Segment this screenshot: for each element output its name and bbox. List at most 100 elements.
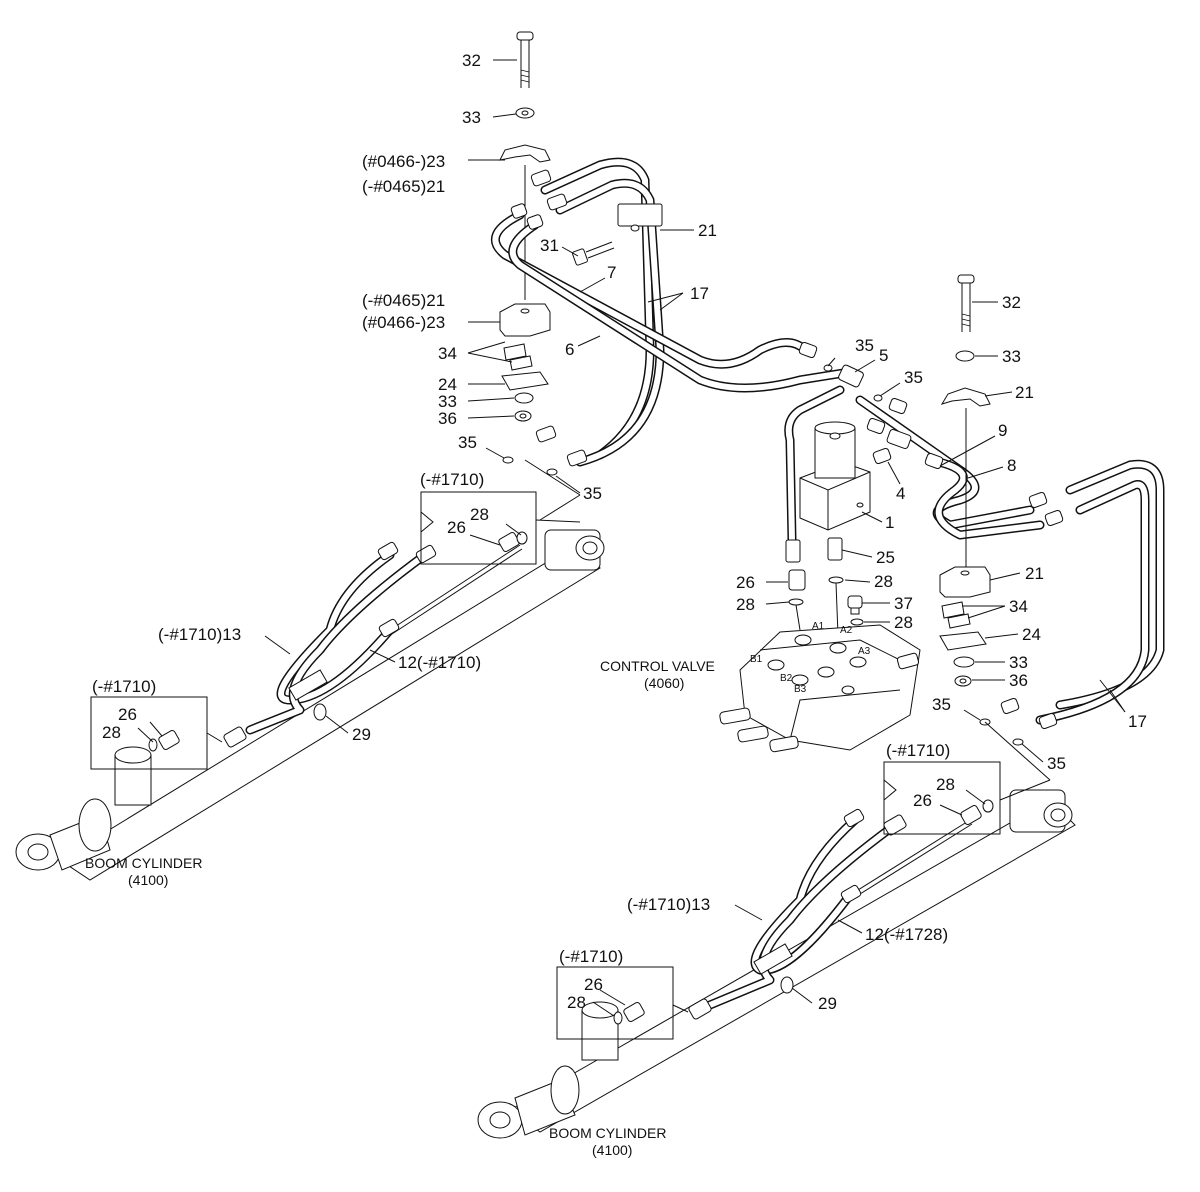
label-25: 25	[876, 548, 895, 567]
boom-cylinder-right	[477, 789, 1076, 1139]
washer-33-right-low	[953, 656, 975, 668]
washer-33-right	[955, 350, 975, 362]
control-valve-number: (4060)	[644, 675, 684, 691]
control-valve: A1 A2 A3 B1 B2 B3	[719, 621, 921, 753]
boom-cylinder-left-label: BOOM CYLINDER	[85, 855, 202, 871]
clamp-23-top	[499, 144, 551, 163]
label-28-b: 28	[102, 723, 121, 742]
label-12-left: 12(-#1710)	[398, 653, 481, 672]
label-35-c: 35	[855, 336, 874, 355]
elbow-fitting-4	[872, 429, 912, 465]
hose-13-left	[245, 550, 430, 735]
pipe-7-6	[491, 210, 855, 393]
washer-33-top	[515, 107, 535, 119]
label-34-right: 34	[1009, 597, 1028, 616]
detail-box-right-upper	[883, 761, 1001, 835]
port-b2: B2	[780, 673, 793, 684]
label-28-a: 28	[470, 505, 489, 524]
label-1: 1	[885, 513, 894, 532]
label-28-f: 28	[936, 775, 955, 794]
label-35-e: 35	[932, 695, 951, 714]
label-32-top: 32	[462, 51, 481, 70]
plate-24	[501, 371, 549, 391]
label-13-left: (-#1710)13	[158, 625, 241, 644]
label-34-left: 34	[438, 344, 457, 363]
tee-fitting-5	[838, 364, 864, 388]
label-23-top: (#0466-)23	[362, 152, 445, 171]
label-24-right: 24	[1022, 625, 1041, 644]
solenoid-valve-1	[799, 421, 871, 531]
label-28-e: 28	[894, 613, 913, 632]
label-21-right: 21	[1025, 564, 1044, 583]
label-1710-c: (-#1710)	[886, 741, 950, 760]
nut-36-right	[954, 675, 972, 687]
label-26-b: 26	[118, 705, 137, 724]
label-1710-a: (-#1710)	[420, 470, 484, 489]
washer-33-mid	[514, 392, 534, 404]
spacer-34	[503, 343, 533, 371]
label-13-right: (-#1710)13	[627, 895, 710, 914]
clamp-21-mid	[499, 303, 551, 337]
hose-17-right	[1035, 459, 1165, 725]
bolt-31	[572, 241, 615, 266]
label-21-top: (-#0465)21	[362, 177, 445, 196]
port-b3: B3	[794, 684, 807, 695]
label-29-right: 29	[818, 994, 837, 1013]
label-1710-d: (-#1710)	[559, 947, 623, 966]
leader-lines	[137, 59, 1126, 1017]
label-35-b: 35	[583, 484, 602, 503]
control-valve-label: CONTROL VALVE	[600, 658, 715, 674]
label-12-right: 12(-#1728)	[865, 925, 948, 944]
port-a1: A1	[812, 621, 825, 632]
label-36-right: 36	[1009, 671, 1028, 690]
label-21-mid: (-#0465)21	[362, 291, 445, 310]
label-36-left: 36	[438, 409, 457, 428]
label-8: 8	[1007, 456, 1016, 475]
bolt-32-right	[957, 274, 975, 332]
port-a2: A2	[840, 625, 853, 636]
fittings-top	[510, 169, 1064, 730]
label-1710-b: (-#1710)	[92, 677, 156, 696]
label-21-right-top: 21	[1015, 383, 1034, 402]
port-b1: B1	[750, 654, 763, 665]
label-17-right: 17	[1128, 712, 1147, 731]
boom-cylinder-right-label: BOOM CYLINDER	[549, 1125, 666, 1141]
label-9: 9	[998, 421, 1007, 440]
label-35-d: 35	[904, 368, 923, 387]
label-33-top: 33	[462, 108, 481, 127]
boom-cylinder-left-number: (4100)	[128, 872, 168, 888]
boom-cylinder-left	[15, 529, 605, 881]
label-7: 7	[607, 263, 616, 282]
label-4: 4	[896, 484, 905, 503]
label-6: 6	[565, 340, 574, 359]
label-33-mid: 33	[438, 392, 457, 411]
nut-36	[514, 410, 532, 422]
fitting-26-valve	[785, 539, 806, 591]
label-21-clamp: 21	[698, 221, 717, 240]
label-23-mid: (#0466-)23	[362, 313, 445, 332]
detail-box-right-lower	[556, 966, 674, 1040]
clamp-21-hose	[617, 203, 663, 232]
part-labels: 32 33 (#0466-)23 (-#0465)21 31 21 7 17 (…	[85, 51, 1147, 1158]
label-35-a: 35	[458, 433, 477, 452]
label-24-left: 24	[438, 375, 457, 394]
label-17-upper: 17	[690, 284, 709, 303]
label-5: 5	[879, 346, 888, 365]
label-28-d: 28	[736, 595, 755, 614]
clamp-21-right	[939, 566, 991, 598]
label-26-c: 26	[736, 573, 755, 592]
label-32-right: 32	[1002, 293, 1021, 312]
clamp-21-right-top	[940, 387, 991, 407]
detail-box-left-upper	[420, 491, 537, 565]
label-33-right-low: 33	[1009, 653, 1028, 672]
label-35-f: 35	[1047, 754, 1066, 773]
bolt-32-top	[516, 31, 534, 88]
label-37: 37	[894, 594, 913, 613]
label-29-left: 29	[352, 725, 371, 744]
label-33-right: 33	[1002, 347, 1021, 366]
label-28-c: 28	[874, 572, 893, 591]
port-a3: A3	[858, 646, 871, 657]
plate-24-right	[939, 631, 987, 651]
plug-37	[847, 595, 863, 615]
